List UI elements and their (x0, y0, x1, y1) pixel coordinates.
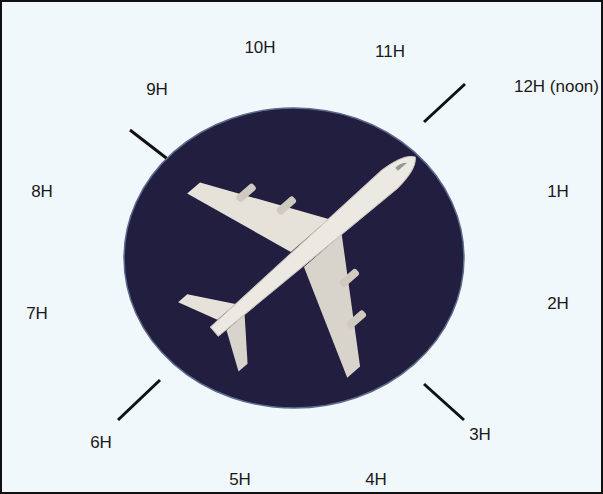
hour-label: 1H (547, 183, 569, 202)
hour-label: 11H (375, 43, 405, 62)
hour-label: 2H (547, 295, 569, 314)
tick-mark (424, 84, 465, 122)
hour-label: 5H (229, 471, 251, 490)
tick-mark (424, 384, 464, 420)
hour-label: 7H (26, 305, 48, 324)
hour-label: 8H (31, 183, 53, 202)
hour-label: 10H (244, 39, 275, 58)
tick-mark (118, 380, 160, 420)
hour-label: 4H (365, 471, 387, 490)
hour-label: 3H (469, 426, 491, 445)
airplane (128, 65, 495, 429)
hour-label: 6H (90, 434, 112, 453)
hour-label: 12H (noon) (514, 78, 599, 97)
clock-face (124, 108, 464, 408)
hour-label: 9H (146, 81, 168, 100)
